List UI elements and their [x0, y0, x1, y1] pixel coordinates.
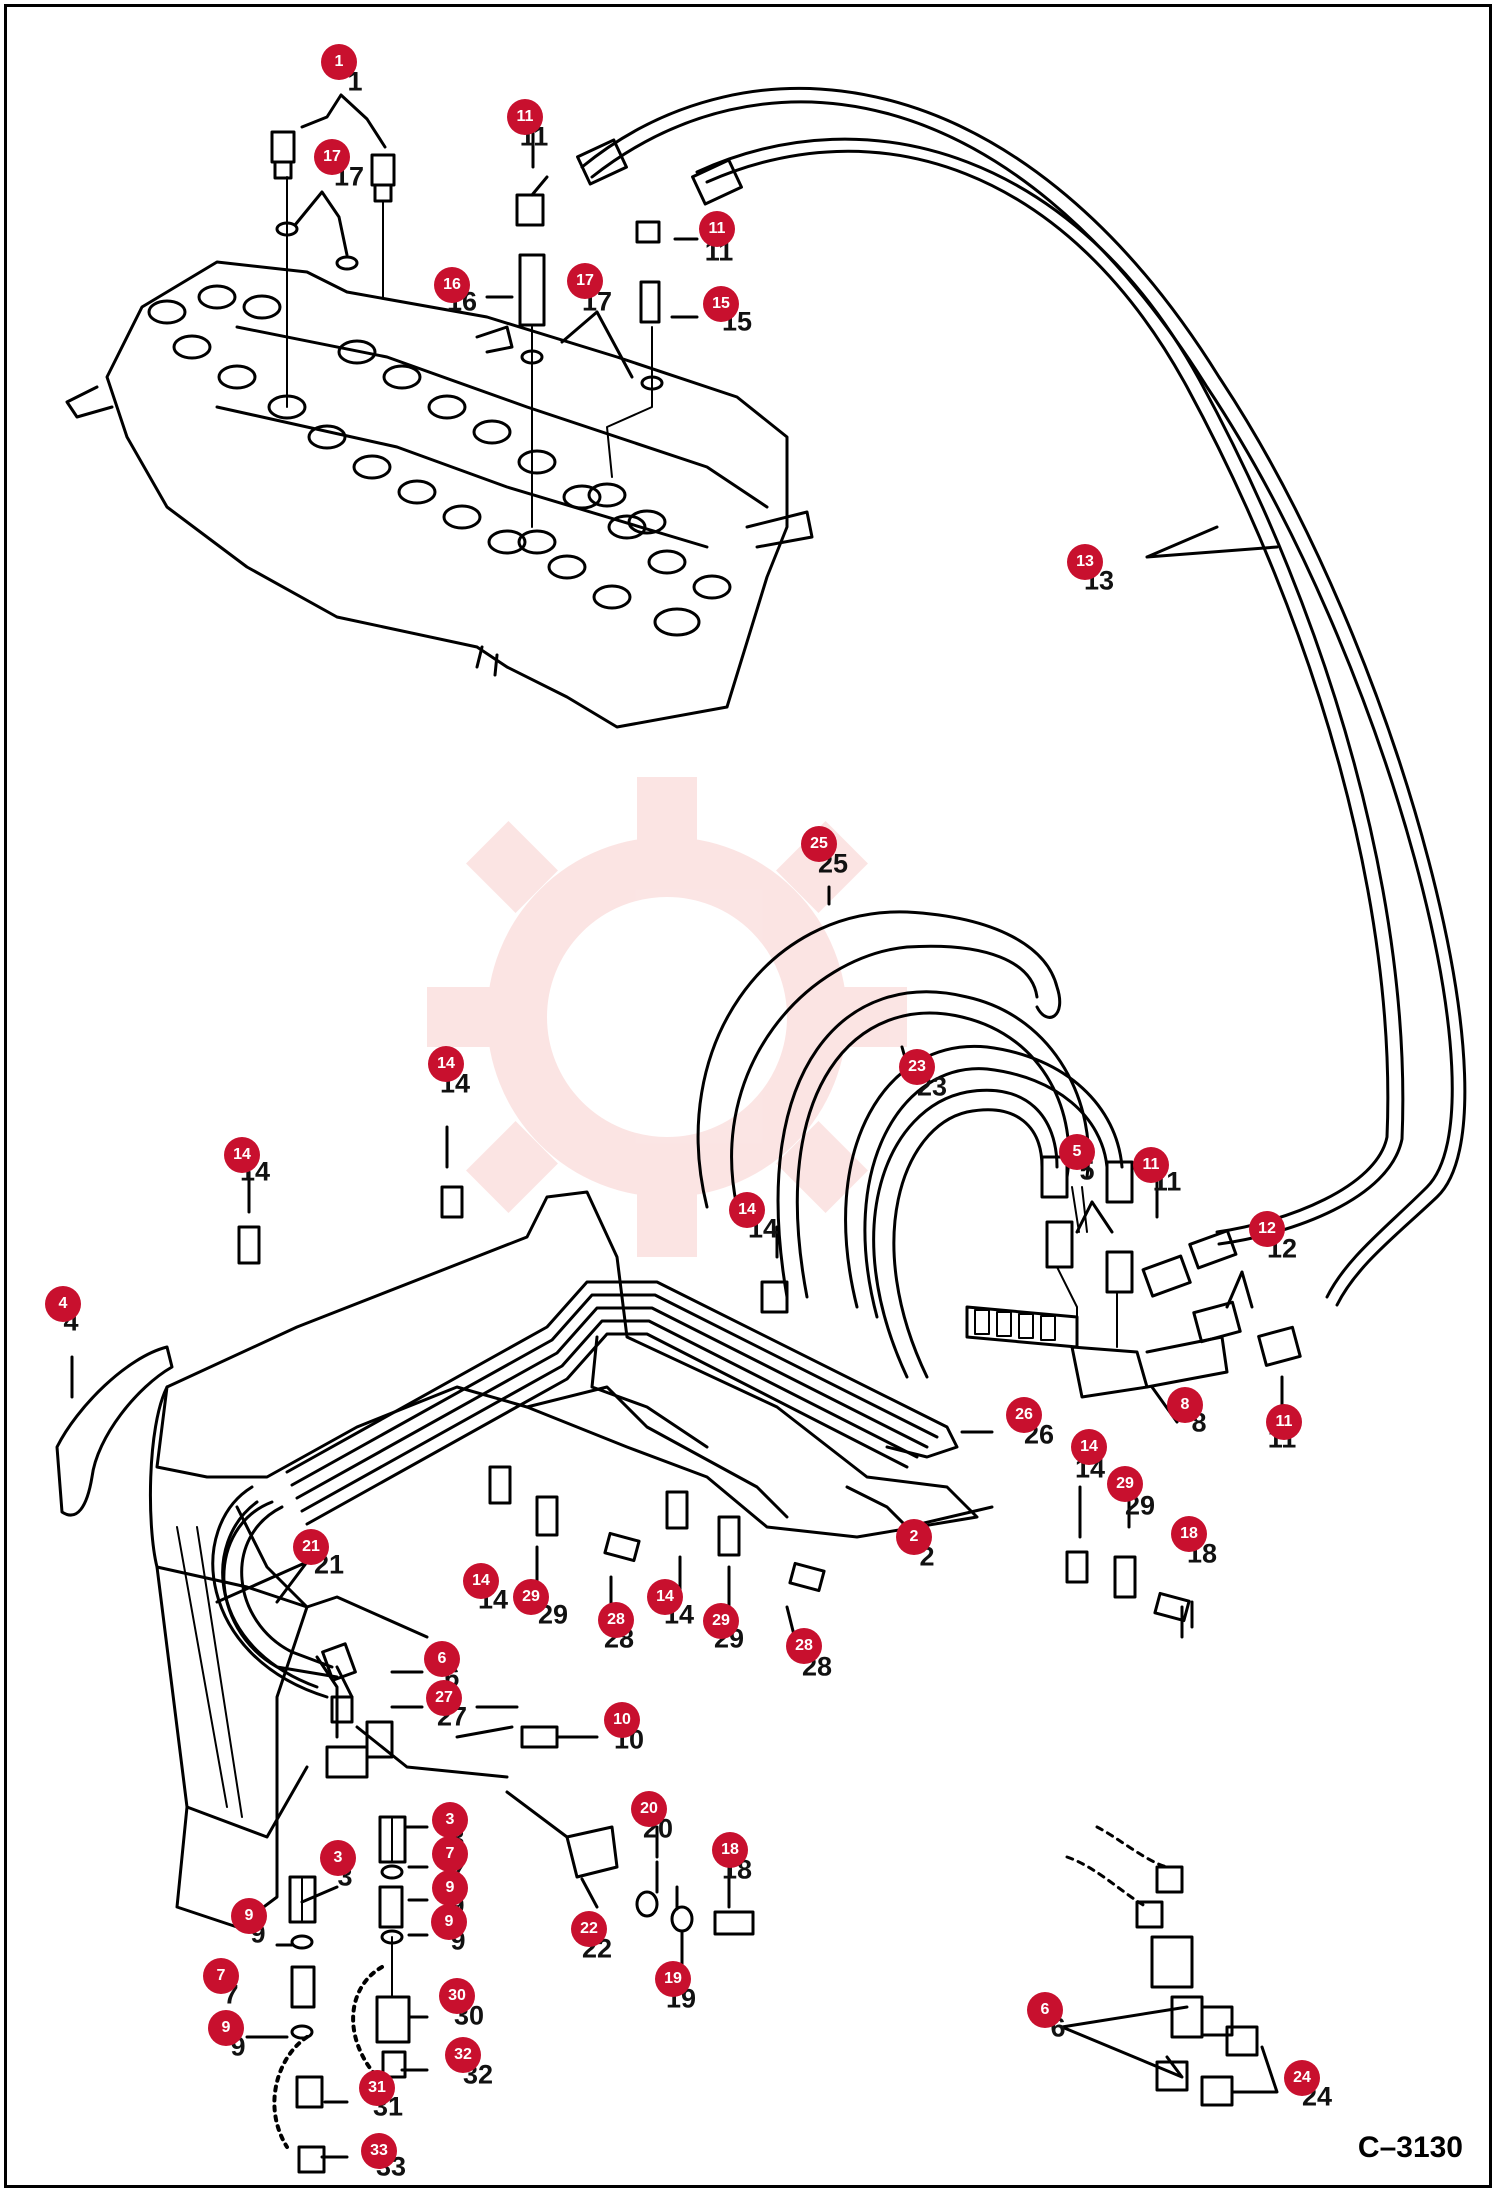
bracket-hardware — [455, 1705, 755, 1979]
callout-badge[interactable]: 25 — [801, 826, 837, 862]
quick-coupler-detail — [1060, 1825, 1279, 2107]
callout-badge[interactable]: 32 — [445, 2037, 481, 2073]
callout-badge[interactable]: 17 — [567, 263, 603, 299]
callout-badge[interactable]: 14 — [463, 1563, 499, 1599]
callout-badge[interactable]: 16 — [434, 267, 470, 303]
callout-badge[interactable]: 28 — [786, 1628, 822, 1664]
callout-badge[interactable]: 28 — [598, 1602, 634, 1638]
callout-badge[interactable]: 26 — [1006, 1397, 1042, 1433]
callout-badge[interactable]: 27 — [426, 1680, 462, 1716]
callout-badge[interactable]: 21 — [293, 1529, 329, 1565]
callout-badge[interactable]: 6 — [1027, 1992, 1063, 2028]
callout-badge[interactable]: 7 — [203, 1958, 239, 1994]
callout-badge[interactable]: 15 — [703, 286, 739, 322]
callout-badge[interactable]: 3 — [320, 1840, 356, 1876]
callout-badge[interactable]: 4 — [45, 1286, 81, 1322]
callout-badge[interactable]: 24 — [1284, 2060, 1320, 2096]
leader-lines — [215, 1430, 1194, 1859]
callout-badge[interactable]: 9 — [431, 1904, 467, 1940]
callout-badge[interactable]: 11 — [1266, 1404, 1302, 1440]
callout-badge[interactable]: 29 — [1107, 1466, 1143, 1502]
callout-badge[interactable]: 22 — [571, 1911, 607, 1947]
callout-badge[interactable]: 29 — [703, 1603, 739, 1639]
control-valve-block — [65, 260, 814, 729]
callout-badge[interactable]: 31 — [359, 2070, 395, 2106]
lower-fitting-stack — [245, 1642, 429, 2174]
callout-badge[interactable]: 13 — [1067, 544, 1103, 580]
callout-badge[interactable]: 23 — [899, 1049, 935, 1085]
callout-badge[interactable]: 14 — [428, 1046, 464, 1082]
callout-badge[interactable]: 11 — [507, 99, 543, 135]
callout-badge[interactable]: 1 — [321, 44, 357, 80]
callout-badge[interactable]: 8 — [1167, 1387, 1203, 1423]
callout-badge[interactable]: 11 — [1133, 1147, 1169, 1183]
callout-badge[interactable]: 14 — [1071, 1429, 1107, 1465]
callout-badge[interactable]: 9 — [208, 2010, 244, 2046]
diagram-frame: 1171116171115132514142351112144268111429… — [4, 4, 1492, 2188]
hose-bundle — [696, 885, 1124, 1379]
lift-arm-frame — [148, 1190, 979, 1929]
long-hoses — [576, 86, 1467, 1307]
manifold-block — [965, 1155, 1302, 1429]
callout-badge[interactable]: 20 — [631, 1791, 667, 1827]
plug-fittings — [270, 93, 396, 408]
callout-badge[interactable]: 12 — [1249, 1211, 1285, 1247]
hose-sleeve — [55, 1345, 174, 1517]
callout-badge[interactable]: 3 — [432, 1802, 468, 1838]
clamps-and-bolts — [237, 1125, 1191, 1649]
callout-badge[interactable]: 14 — [729, 1192, 765, 1228]
callout-badge[interactable]: 9 — [432, 1870, 468, 1906]
callout-badge[interactable]: 6 — [424, 1641, 460, 1677]
callout-badge[interactable]: 2 — [896, 1519, 932, 1555]
hydraulic-parts-drawing — [55, 86, 1467, 2174]
callout-badge[interactable]: 11 — [699, 211, 735, 247]
callout-badge[interactable]: 7 — [432, 1836, 468, 1872]
callout-badge[interactable]: 17 — [314, 139, 350, 175]
drawing-number: C–3130 — [1357, 2131, 1463, 2164]
callout-badge[interactable]: 29 — [513, 1579, 549, 1615]
callout-badge[interactable]: 18 — [712, 1832, 748, 1868]
callout-badge[interactable]: 9 — [231, 1898, 267, 1934]
callout-badge[interactable]: 19 — [655, 1961, 691, 1997]
callout-badge[interactable]: 18 — [1171, 1516, 1207, 1552]
callout-badge[interactable]: 14 — [224, 1137, 260, 1173]
callout-badge[interactable]: 33 — [361, 2133, 397, 2169]
callout-badge[interactable]: 10 — [604, 1702, 640, 1738]
callout-badge[interactable]: 14 — [647, 1579, 683, 1615]
swivel-fittings — [485, 128, 699, 528]
steel-tube-bundle — [211, 1280, 959, 1699]
callout-badge[interactable]: 30 — [439, 1978, 475, 2014]
callout-badge[interactable]: 5 — [1059, 1134, 1095, 1170]
